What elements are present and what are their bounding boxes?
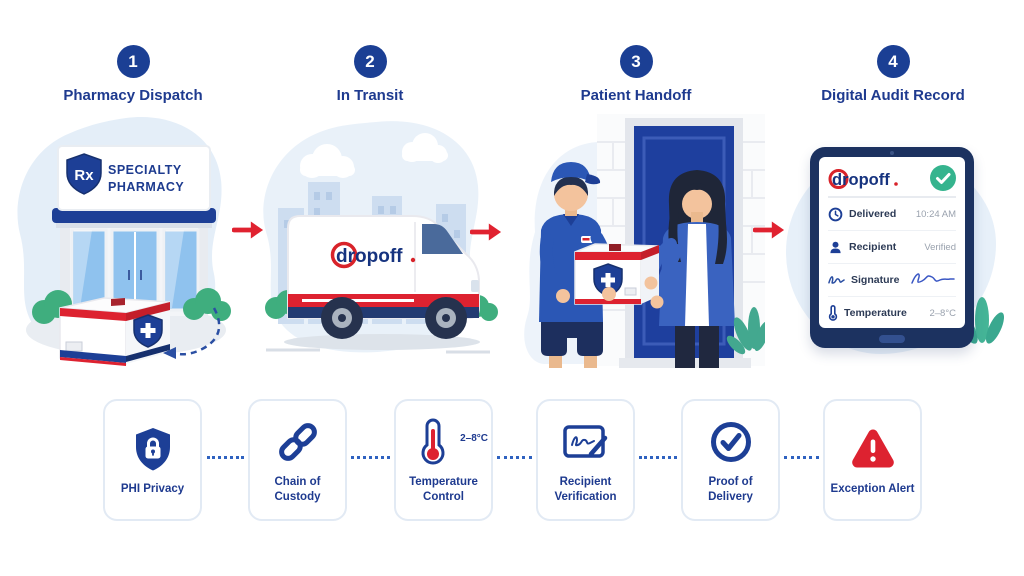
tablet-row-signature: Signature (828, 264, 956, 297)
arrow-icon (753, 221, 785, 239)
arrow-icon (232, 221, 264, 239)
row-label: Temperature (844, 307, 907, 319)
dashed-arrow (173, 307, 221, 356)
svg-text:dropoff: dropoff (336, 246, 403, 267)
check-circle-icon (683, 416, 778, 468)
bush-right (183, 288, 231, 321)
dropoff-logo: dropoff (828, 169, 898, 189)
dotted-connector (351, 456, 390, 459)
patient-handoff-illustration (524, 114, 765, 368)
delivery-van-illustration: dropoff (263, 121, 498, 354)
dotted-connector (497, 456, 532, 459)
tablet-screen: dropoff Delivered 10:24 AM (819, 157, 965, 328)
tablet-home-button (879, 335, 905, 343)
clock-icon (828, 207, 843, 221)
alert-triangle-icon (825, 423, 920, 475)
step-3: 3 Patient Handoff (536, 45, 736, 104)
wheel-front (425, 297, 467, 339)
thermometer-icon: 2–8°C (396, 416, 491, 468)
feature-chain-of-custody: Chain of Custody (248, 399, 347, 521)
svg-text:PHARMACY: PHARMACY (108, 180, 184, 194)
feature-exception-alert: Exception Alert (823, 399, 922, 521)
dotted-connector (784, 456, 819, 459)
plant (726, 307, 765, 355)
step-4: 4 Digital Audit Record (793, 45, 993, 104)
step-2: 2 In Transit (270, 45, 470, 104)
medication-box (59, 297, 171, 366)
row-label: Recipient (849, 241, 897, 253)
pharmacy-storefront-illustration: Rx SPECIALTY PHARMACY (17, 117, 231, 366)
step-3-badge: 3 (619, 45, 653, 78)
row-value: 10:24 AM (915, 208, 956, 220)
person-icon (830, 241, 841, 253)
thermometer-icon (828, 305, 838, 321)
audit-tablet: dropoff Delivered 10:24 AM (810, 147, 974, 348)
chain-icon (250, 416, 345, 468)
clouds (300, 133, 448, 178)
step-1-label: Pharmacy Dispatch (63, 87, 203, 104)
feature-label: Chain of Custody (274, 475, 321, 503)
feature-label: Exception Alert (830, 483, 915, 496)
success-check-icon (930, 165, 956, 191)
arrow-icon (470, 223, 502, 241)
step-1: 1 Pharmacy Dispatch (33, 45, 233, 104)
dotted-connector (639, 456, 677, 459)
row-value: 2–8°C (929, 307, 956, 319)
dropoff-logo: dropoff (330, 241, 416, 269)
step-3-label: Patient Handoff (580, 87, 692, 104)
svg-text:SPECIALTY: SPECIALTY (108, 163, 182, 177)
feature-label: Recipient Verification (554, 475, 617, 503)
shield-lock-icon (105, 423, 200, 475)
step-4-label: Digital Audit Record (821, 87, 965, 104)
feature-label: PHI Privacy (120, 483, 185, 496)
svg-text:dropoff: dropoff (832, 171, 890, 189)
wheel-rear (321, 297, 363, 339)
tablet-row-temperature: Temperature 2–8°C (828, 297, 956, 329)
signature-tablet-icon (538, 416, 633, 468)
feature-label: Temperature Control (409, 475, 478, 503)
feature-temperature-control: 2–8°C Temperature Control (394, 399, 493, 521)
step-1-badge: 1 (116, 45, 150, 78)
van: dropoff (287, 215, 480, 339)
tablet-row-recipient: Recipient Verified (828, 231, 956, 264)
temp-range-badge: 2–8°C (460, 432, 488, 444)
step-2-label: In Transit (336, 87, 404, 104)
row-label: Signature (851, 274, 900, 286)
handoff-box (556, 243, 664, 309)
tablet-row-delivered: Delivered 10:24 AM (828, 198, 956, 231)
tablet-camera-dot (890, 151, 894, 155)
signature-scribble (910, 271, 956, 290)
feature-phi-privacy: PHI Privacy (103, 399, 202, 521)
feature-label: Proof of Delivery (708, 475, 753, 503)
rx-shield-icon (66, 153, 102, 195)
row-label: Delivered (849, 208, 897, 220)
svg-text:Rx: Rx (74, 167, 94, 184)
step-2-badge: 2 (353, 45, 387, 78)
row-value: Verified (924, 241, 956, 253)
signature-icon (828, 276, 845, 284)
dotted-connector (207, 456, 244, 459)
feature-recipient-verification: Recipient Verification (536, 399, 635, 521)
step-4-badge: 4 (876, 45, 910, 78)
courier-cap (551, 162, 591, 182)
feature-proof-of-delivery: Proof of Delivery (681, 399, 780, 521)
